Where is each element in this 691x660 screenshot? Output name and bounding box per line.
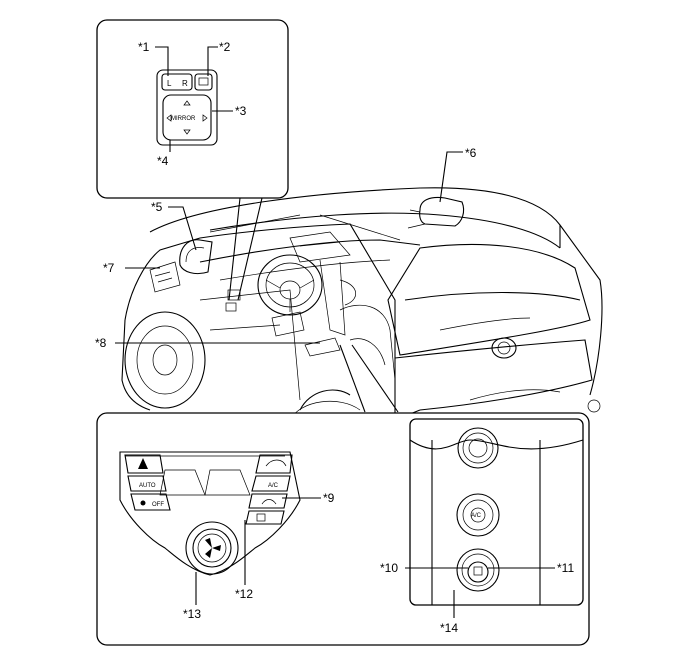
callout-14: *14 — [440, 621, 458, 635]
fan-speed-dial — [185, 521, 239, 575]
front-defroster-icon — [261, 499, 277, 505]
callout-10: *10 — [380, 561, 398, 575]
callout-11: *11 — [557, 561, 574, 575]
callout-7: *7 — [103, 261, 115, 275]
callout-6: *6 — [465, 146, 477, 160]
mode-knob — [456, 493, 500, 537]
right-outer-mirror — [419, 196, 465, 227]
mirror-right-label: R — [182, 79, 188, 88]
mirror-left-label: L — [167, 79, 172, 88]
hvac-ac-label: A/C — [268, 483, 279, 489]
mirror-right-arrow-icon — [202, 114, 208, 122]
hvac-auto-label: AUTO — [139, 483, 156, 489]
vehicle-illustration: *5 *6 *7 *8 — [95, 146, 603, 421]
left-outer-mirror — [179, 239, 213, 275]
callout-3: *3 — [235, 104, 247, 118]
callout-9: *9 — [323, 491, 335, 505]
callout-4: *4 — [157, 154, 169, 168]
callout-13: *13 — [183, 607, 201, 621]
mirror-retract-button — [194, 73, 213, 91]
ac-button — [251, 475, 291, 492]
callout-5: *5 — [151, 200, 163, 214]
blower-knob — [456, 548, 500, 592]
temperature-knob — [457, 427, 499, 469]
mirror-switch-inset: L R MIRROR *1 *2 *3 *4 — [96, 19, 289, 199]
rear-defogger-switch-icon — [473, 566, 483, 576]
mirror-up-arrow-icon — [183, 100, 191, 106]
callout-2: *2 — [219, 40, 231, 54]
fan-icon — [140, 500, 146, 506]
hazard-icon — [138, 458, 148, 469]
fan-off-button — [130, 493, 171, 511]
recirculation-icon — [265, 459, 287, 467]
mode-knob-ac-label: A/C — [471, 513, 482, 519]
rear-defogger-icon — [256, 513, 266, 522]
mirror-switch-body — [156, 69, 218, 146]
hvac-off-label: OFF — [152, 502, 164, 508]
mirror-left-arrow-icon — [166, 114, 172, 122]
callout-8: *8 — [95, 336, 107, 350]
recirculation-button — [255, 454, 293, 474]
front-defrost-button — [248, 493, 288, 509]
mirror-down-arrow-icon — [183, 129, 191, 135]
mirror-adjust-pad — [162, 94, 212, 141]
callout-12: *12 — [235, 587, 253, 601]
rear-defogger-button — [245, 510, 285, 525]
mirror-main-label: MIRROR — [171, 116, 196, 122]
auto-button — [127, 475, 167, 492]
hvac-inset: AUTO OFF A/C *9 *12 *13 — [96, 412, 590, 646]
mirror-lr-selector — [161, 73, 193, 91]
mirror-retract-icon — [198, 77, 209, 86]
hazard-button — [124, 454, 164, 474]
callout-1: *1 — [138, 40, 150, 54]
fan-dial-icon — [205, 538, 221, 558]
